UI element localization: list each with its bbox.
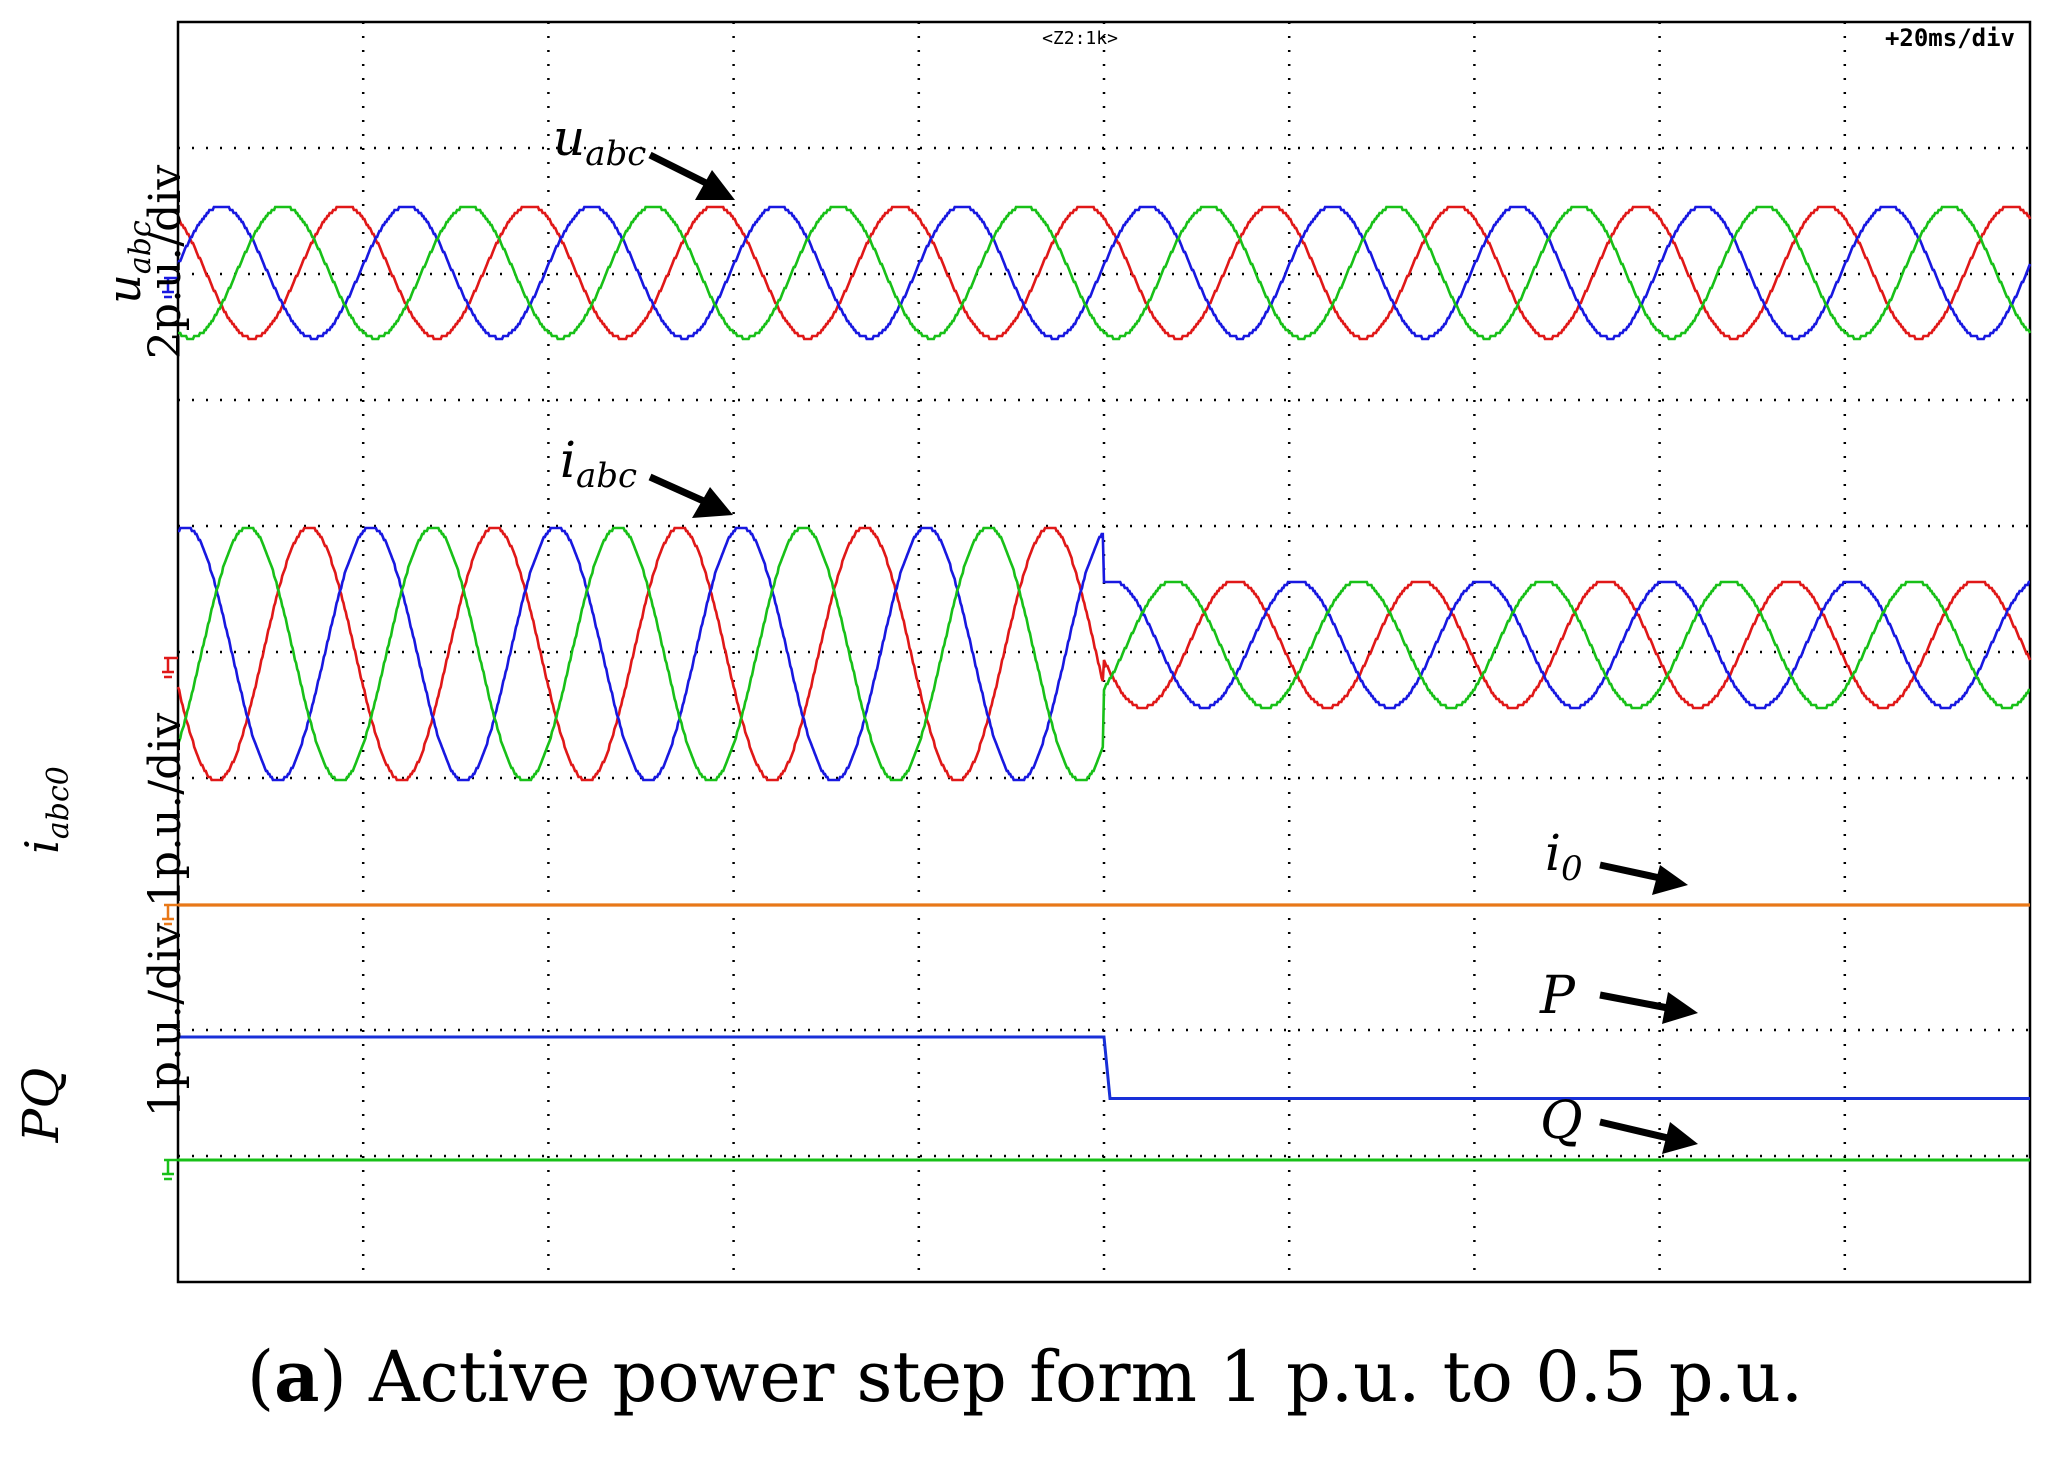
pq-ylabel: PQ bbox=[12, 1068, 70, 1144]
timebase-readout: +20ms/div bbox=[1885, 24, 2015, 52]
uabc-scale-label: 2p.u./div bbox=[140, 165, 191, 360]
iabc-arrowhead bbox=[692, 487, 733, 518]
iabc-phase-a bbox=[176, 526, 2032, 782]
uabc-arrow bbox=[648, 151, 712, 189]
ground-markers bbox=[162, 276, 178, 1181]
svg-text:1p.u./div: 1p.u./div bbox=[140, 713, 191, 908]
svg-text:uabc: uabc bbox=[97, 220, 158, 304]
p-arrowhead bbox=[1662, 992, 1698, 1024]
uabc-ylabel: uabc bbox=[97, 220, 158, 304]
ground-marker bbox=[162, 276, 178, 299]
uabc-annotation: uabc bbox=[553, 109, 735, 200]
figure-caption: (a) Active power step form 1 p.u. to 0.5… bbox=[246, 1335, 1804, 1418]
iabc-annotation: iabc bbox=[560, 431, 733, 518]
i0-arrow bbox=[1599, 861, 1661, 882]
i0-annotation: i0 bbox=[1545, 824, 1688, 895]
svg-text:iabc: iabc bbox=[560, 431, 637, 496]
svg-text:uabc: uabc bbox=[553, 109, 646, 174]
p-annotation: P bbox=[1539, 966, 1698, 1026]
uabc-phase-b bbox=[176, 205, 2032, 341]
grid bbox=[178, 22, 2030, 1282]
uabc-phase-a bbox=[177, 205, 2032, 341]
ground-marker bbox=[162, 903, 178, 926]
p-arrow bbox=[1599, 991, 1669, 1012]
iabc0-ylabel-symbol: i bbox=[15, 839, 69, 854]
svg-text:Q: Q bbox=[1540, 1091, 1583, 1151]
iabc-phase-b bbox=[177, 526, 2031, 782]
pq-scale-label-upper: 1p.u./div bbox=[140, 923, 191, 1118]
svg-text:iabc0: iabc0 bbox=[15, 766, 76, 854]
iabc-phase-c bbox=[176, 526, 2031, 782]
q-annotation: Q bbox=[1540, 1091, 1698, 1154]
q-arrowhead bbox=[1662, 1122, 1698, 1154]
svg-text:P: P bbox=[1539, 966, 1576, 1026]
svg-text:PQ: PQ bbox=[12, 1068, 70, 1144]
iabc0-ylabel: iabc0 bbox=[15, 766, 76, 854]
i0-arrowhead bbox=[1652, 865, 1688, 895]
q-arrow bbox=[1599, 1118, 1669, 1142]
svg-text:i0: i0 bbox=[1545, 824, 1583, 889]
caption-letter: a bbox=[274, 1335, 320, 1418]
iabc0-ylabel-subscript: abc0 bbox=[41, 766, 76, 839]
p-trace bbox=[178, 1035, 2030, 1100]
ground-marker bbox=[162, 1158, 178, 1181]
uabc-ylabel-subscript: abc bbox=[123, 220, 158, 274]
uabc-arrowhead bbox=[695, 170, 735, 200]
caption-text: Active power step form 1 p.u. to 0.5 p.u… bbox=[369, 1336, 1804, 1418]
traces bbox=[176, 205, 2032, 1162]
iabc0-scale-label: 1p.u./div bbox=[140, 713, 191, 908]
iabc-arrow bbox=[648, 473, 710, 507]
ground-marker bbox=[162, 656, 178, 679]
zoom-indicator: <Z2:1k> bbox=[1042, 28, 1118, 49]
svg-text:2p.u./div: 2p.u./div bbox=[140, 165, 191, 360]
svg-text:1p.u./div: 1p.u./div bbox=[140, 923, 191, 1118]
uabc-ylabel-symbol: u bbox=[97, 274, 151, 304]
uabc-phase-c bbox=[178, 205, 2032, 341]
